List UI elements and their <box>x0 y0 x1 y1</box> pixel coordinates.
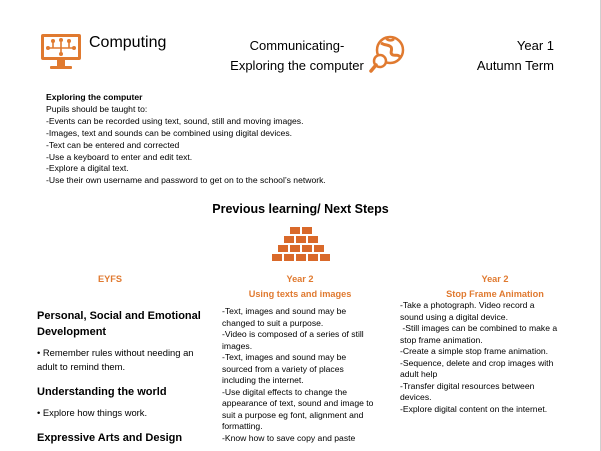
year2-texts-topic: Using texts and images <box>248 289 352 299</box>
text-line: changed to suit a purpose. <box>222 317 324 328</box>
intro-point: -Text can be entered and corrected <box>46 139 180 150</box>
text-line: -Explore digital content on the internet… <box>400 403 548 414</box>
topic-title: Communicating- Exploring the computer <box>222 36 372 76</box>
year2-texts-heading: Year 2 Using texts and images <box>210 272 390 302</box>
intro-point: -Images, text and sounds can be combined… <box>46 127 293 138</box>
eyfs-block: Personal, Social and Emotional Developme… <box>37 308 217 374</box>
year-term-block: Year 1 Autumn Term <box>452 36 554 76</box>
eyfs-item-line: • Remember rules without needing an <box>37 347 194 358</box>
intro-point: -Use their own username and password to … <box>46 175 326 186</box>
intro-section: Exploring the computer Pupils should be … <box>46 92 406 187</box>
text-line: -Text, images and sound may be <box>222 306 347 316</box>
year2-stop-topic: Stop Frame Animation <box>446 289 544 299</box>
text-line: sound using a digital device. <box>400 311 508 322</box>
year2-texts-year: Year 2 <box>286 274 314 284</box>
text-line: -Transfer digital resources between <box>400 380 535 391</box>
eyfs-block-title: Expressive Arts and Design <box>37 432 183 444</box>
eyfs-item-line: • Explore how things work. <box>37 407 148 418</box>
eyfs-heading: EYFS <box>98 274 122 284</box>
brick-pyramid-icon <box>272 227 330 261</box>
text-line: suit a purpose eg font, alignment and <box>222 409 364 420</box>
year-label: Year 1 <box>516 38 554 53</box>
globe-magnifier-icon <box>369 35 405 73</box>
topic-title-line1: Communicating- <box>249 38 345 53</box>
eyfs-block-title: Personal, Social and Emotional <box>37 310 201 322</box>
year2-stop-column: -Take a photograph. Video record a sound… <box>400 300 572 415</box>
year2-stop-heading: Year 2 Stop Frame Animation <box>405 272 585 302</box>
text-line: -Sequence, delete and crop images with <box>400 357 554 368</box>
text-line: devices. <box>400 392 432 402</box>
eyfs-column: Personal, Social and Emotional Developme… <box>37 308 217 451</box>
intro-point: -Explore a digital text. <box>46 163 129 174</box>
text-line: formatting. <box>222 421 263 431</box>
text-line: -Create a simple stop frame animation. <box>400 346 549 356</box>
eyfs-block-title: Understanding the world <box>37 386 167 398</box>
text-line: -Video is composed of a series of still <box>222 329 364 339</box>
section-title: Previous learning/ Next Steps <box>212 202 389 216</box>
text-line: sourced from a variety of places <box>222 363 344 374</box>
text-line: -Take a photograph. Video record a <box>400 300 535 310</box>
year2-texts-column: -Text, images and sound may be changed t… <box>222 306 390 444</box>
intro-lead: Pupils should be taught to: <box>46 103 148 114</box>
text-line: adult help <box>400 369 438 379</box>
eyfs-item-line: adult to remind them. <box>37 361 126 372</box>
text-line: images. <box>222 340 253 351</box>
intro-heading: Exploring the computer <box>46 92 143 102</box>
eyfs-item: • Remember rules without needing an adul… <box>37 346 217 374</box>
year2-stop-year: Year 2 <box>481 274 509 284</box>
text-line: stop frame animation. <box>400 334 483 345</box>
eyfs-item: • Explore how things work. <box>37 406 217 420</box>
intro-point: -Events can be recorded using text, soun… <box>46 115 304 126</box>
eyfs-block: Understanding the world • Explore how th… <box>37 384 217 420</box>
text-line: -Text, images and sound may be <box>222 352 347 362</box>
computer-network-icon <box>41 34 81 69</box>
text-line: -Still images can be combined to make a <box>400 323 558 333</box>
eyfs-block-title: Development <box>37 326 107 338</box>
text-line: -Know how to save copy and paste <box>222 432 356 443</box>
app-title: Computing <box>89 34 167 51</box>
term-label: Autumn Term <box>476 58 554 73</box>
eyfs-block: Expressive Arts and Design <box>37 430 217 446</box>
text-line: appearance of text, sound and image to <box>222 398 374 408</box>
text-line: including the internet. <box>222 375 304 385</box>
topic-title-line2: Exploring the computer <box>230 58 364 73</box>
intro-point: -Use a keyboard to enter and edit text. <box>46 151 193 162</box>
text-line: -Use digital effects to change the <box>222 386 348 397</box>
